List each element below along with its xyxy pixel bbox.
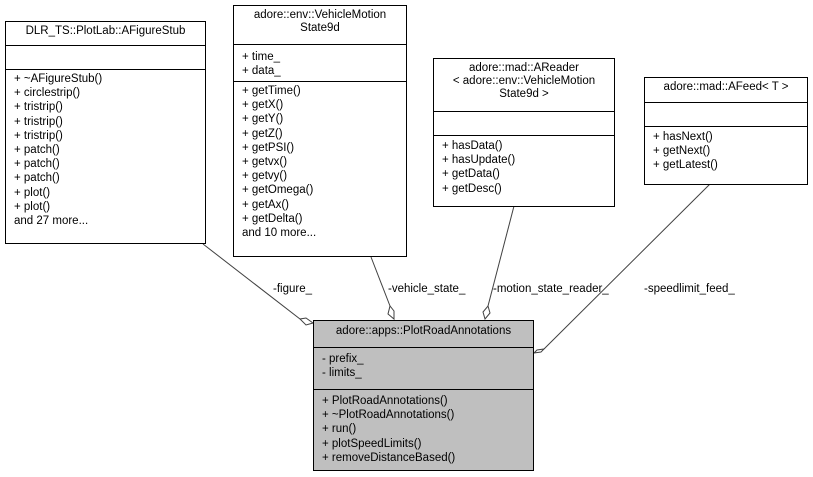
method: + getData() xyxy=(442,168,500,181)
aggregation-diamond-speedlimit-feed xyxy=(532,348,546,354)
method: + getDelta() xyxy=(242,212,303,225)
method: + getvx() xyxy=(242,156,288,169)
class-name: adore::mad::AReader xyxy=(469,62,579,74)
edge-speedlimit-feed xyxy=(543,183,711,350)
class-name: DLR_TS::PlotLab::AFigureStub xyxy=(25,25,186,37)
edge-label-vehicle-state: -vehicle_state_ xyxy=(388,283,466,295)
class-name: adore::env::VehicleMotion xyxy=(253,9,387,21)
methods-section: + ~AFigureStub() + circlestrip() + trist… xyxy=(6,69,205,228)
methods-section: + getTime() + getX() + getY() + getZ() +… xyxy=(234,81,406,240)
method: + hasNext() xyxy=(653,131,713,143)
class-title: DLR_TS::PlotLab::AFigureStub xyxy=(6,22,205,45)
edge-figure xyxy=(202,243,301,320)
method: + getNext() xyxy=(653,145,711,158)
method: + getAx() xyxy=(242,198,289,211)
method: + ~AFigureStub() xyxy=(14,73,103,85)
class-title: adore::apps::PlotRoadAnnotations xyxy=(314,321,533,347)
class-title: adore::mad::AReader < adore::env::Vehicl… xyxy=(434,59,614,111)
method: + getPSI() xyxy=(242,141,295,154)
class-name: < adore::env::VehicleMotion xyxy=(452,75,596,87)
method: + patch() xyxy=(14,144,60,157)
edge-label-speedlimit-feed: -speedlimit_feed_ xyxy=(644,283,735,295)
method: + hasUpdate() xyxy=(442,154,516,167)
attribute: + time_ xyxy=(242,51,281,63)
attributes-section xyxy=(645,102,807,126)
method: + getvy() xyxy=(242,170,288,183)
class-box-afigurestub[interactable]: DLR_TS::PlotLab::AFigureStub + ~AFigureS… xyxy=(5,21,206,244)
method: + tristrip() xyxy=(14,101,63,114)
edge-vehicle-state xyxy=(370,256,391,307)
method: + getOmega() xyxy=(242,184,314,197)
edge-motion-state-reader xyxy=(487,205,515,307)
method: + plotSpeedLimits() xyxy=(322,437,422,450)
method: + getX() xyxy=(242,99,284,112)
method: + plot() xyxy=(14,186,51,199)
attributes-section: + time_ + data_ xyxy=(234,44,406,81)
method: + getZ() xyxy=(242,127,283,140)
method: + ~PlotRoadAnnotations() xyxy=(322,409,455,422)
method: + getY() xyxy=(242,113,284,126)
class-name: adore::mad::AFeed< T > xyxy=(663,81,789,93)
method: + circlestrip() xyxy=(14,87,81,100)
method: + patch() xyxy=(14,158,60,171)
attributes-section: - prefix_ - limits_ xyxy=(314,347,533,389)
method: + getDesc() xyxy=(442,182,502,195)
attribute: + data_ xyxy=(242,65,281,78)
method: + plot() xyxy=(14,200,51,213)
class-box-vehiclemotionstate9d[interactable]: adore::env::VehicleMotion State9d + time… xyxy=(233,5,407,257)
more-methods: and 10 more... xyxy=(242,227,317,240)
method: + getLatest() xyxy=(653,159,718,172)
method: + removeDistanceBased() xyxy=(322,451,456,464)
class-name: State9d xyxy=(300,22,340,34)
class-name: adore::apps::PlotRoadAnnotations xyxy=(335,325,512,337)
method: + tristrip() xyxy=(14,129,63,142)
method: + patch() xyxy=(14,172,60,185)
attributes-section xyxy=(434,111,614,135)
more-methods: and 27 more... xyxy=(14,215,89,228)
class-title: adore::env::VehicleMotion State9d xyxy=(234,6,406,44)
edge-label-figure: -figure_ xyxy=(273,283,312,295)
class-box-areader[interactable]: adore::mad::AReader < adore::env::Vehicl… xyxy=(433,58,615,207)
class-box-afeed[interactable]: adore::mad::AFeed< T > + hasNext() + get… xyxy=(644,77,808,185)
method: + getTime() xyxy=(242,85,301,97)
attributes-section xyxy=(6,45,205,69)
edge-label-motion-state-reader: -motion_state_reader_ xyxy=(493,283,609,295)
methods-section: + hasNext() + getNext() + getLatest() xyxy=(645,126,807,173)
method: + run() xyxy=(322,423,357,436)
methods-section: + hasData() + hasUpdate() + getData() + … xyxy=(434,135,614,196)
class-name: State9d > xyxy=(499,88,549,100)
attribute: - limits_ xyxy=(322,367,362,380)
methods-section: + PlotRoadAnnotations() + ~PlotRoadAnnot… xyxy=(314,389,533,465)
class-title: adore::mad::AFeed< T > xyxy=(645,78,807,102)
aggregation-diamond-motion-state-reader xyxy=(482,304,491,321)
aggregation-diamond-figure xyxy=(298,317,315,326)
method: + hasData() xyxy=(442,140,503,152)
class-box-plotroadannotations[interactable]: adore::apps::PlotRoadAnnotations - prefi… xyxy=(313,320,534,471)
method: + tristrip() xyxy=(14,115,63,128)
attribute: - prefix_ xyxy=(322,353,364,365)
method: + PlotRoadAnnotations() xyxy=(322,395,448,407)
aggregation-diamond-vehicle-state xyxy=(387,304,395,321)
